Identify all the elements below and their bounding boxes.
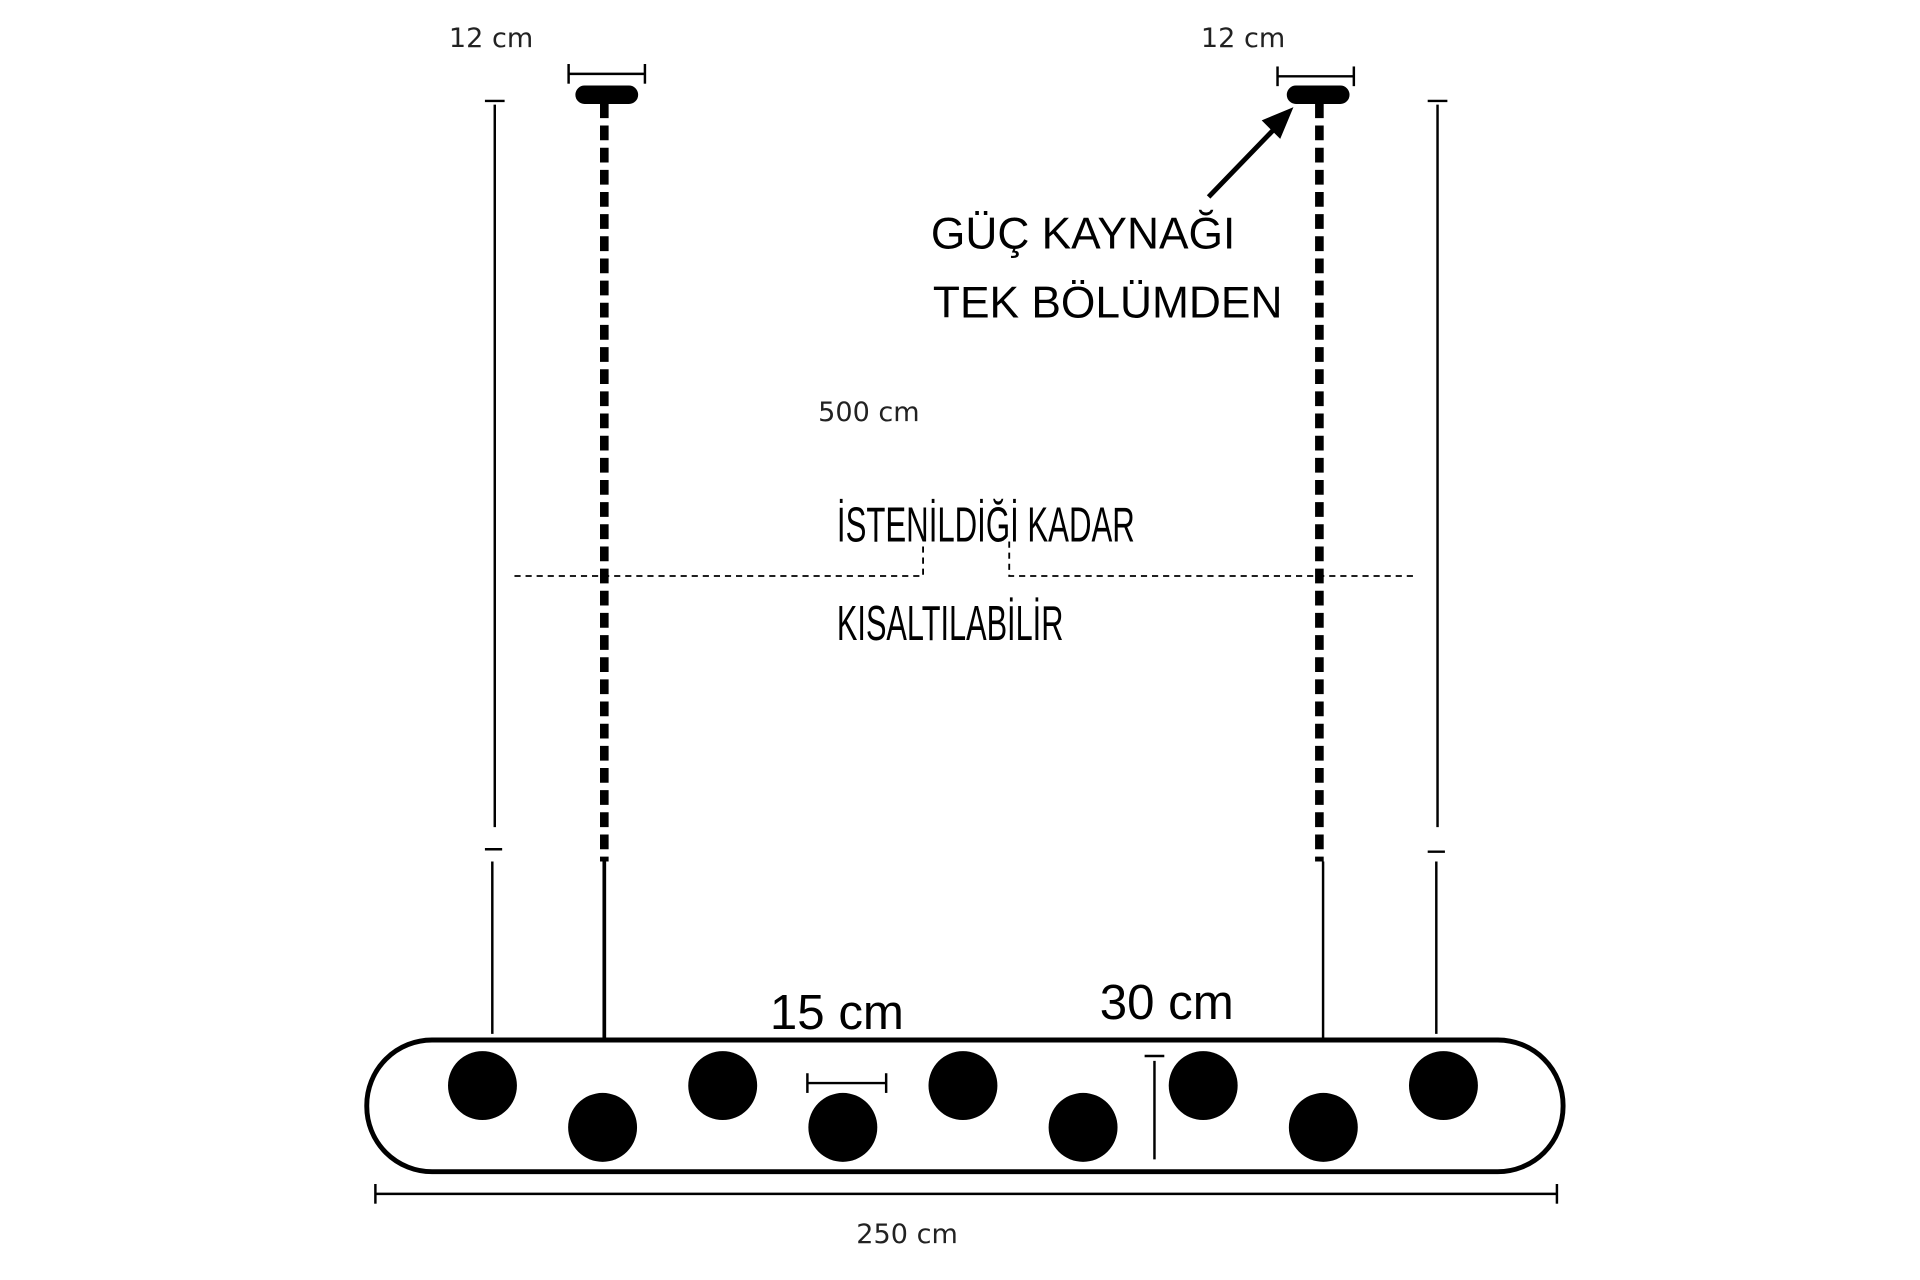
shorten-cut-line bbox=[514, 541, 924, 577]
globe-bulb bbox=[448, 1051, 517, 1120]
total-width-label: 250 cm bbox=[856, 1219, 958, 1250]
power-note-line2: TEK BÖLÜMDEN bbox=[933, 279, 1283, 328]
globe-bulb bbox=[1288, 1092, 1358, 1162]
globe-spacing-dimension bbox=[806, 1073, 888, 1093]
arrow-icon bbox=[1206, 107, 1294, 199]
ceiling-canopy-right bbox=[1286, 85, 1350, 104]
globe-bulb bbox=[808, 1092, 878, 1162]
cable-length-label: 500 cm bbox=[818, 397, 920, 428]
canopy-left-label: 12 cm bbox=[449, 23, 533, 54]
globe-bulb bbox=[688, 1051, 758, 1120]
globe-bulb bbox=[1168, 1051, 1238, 1120]
oval-frame bbox=[364, 1037, 1566, 1175]
ceiling-canopy-left bbox=[575, 85, 639, 104]
globe-spacing-label: 15 cm bbox=[770, 985, 904, 1040]
height-dimension-right bbox=[1427, 99, 1448, 1034]
adjust-note-line1: İSTENİLDİĞİ KADAR bbox=[837, 498, 1135, 553]
adjust-note-line2: KISALTILABİLİR bbox=[837, 596, 1063, 651]
width-dimension bbox=[374, 1184, 1559, 1204]
globe-bulb bbox=[568, 1092, 638, 1162]
power-note-line1: GÜÇ KAYNAĞI bbox=[931, 210, 1235, 259]
globe-drop-label: 30 cm bbox=[1100, 975, 1234, 1030]
globe-bulb bbox=[1408, 1051, 1478, 1120]
globe-drop-dimension bbox=[1144, 1054, 1165, 1160]
globe-bulb bbox=[928, 1051, 998, 1120]
globe-bulb bbox=[1048, 1092, 1118, 1162]
height-dimension-left bbox=[484, 99, 505, 1034]
canopy-left-dimension bbox=[567, 64, 647, 84]
canopy-right-label: 12 cm bbox=[1201, 23, 1285, 54]
canopy-right-dimension bbox=[1276, 66, 1356, 87]
